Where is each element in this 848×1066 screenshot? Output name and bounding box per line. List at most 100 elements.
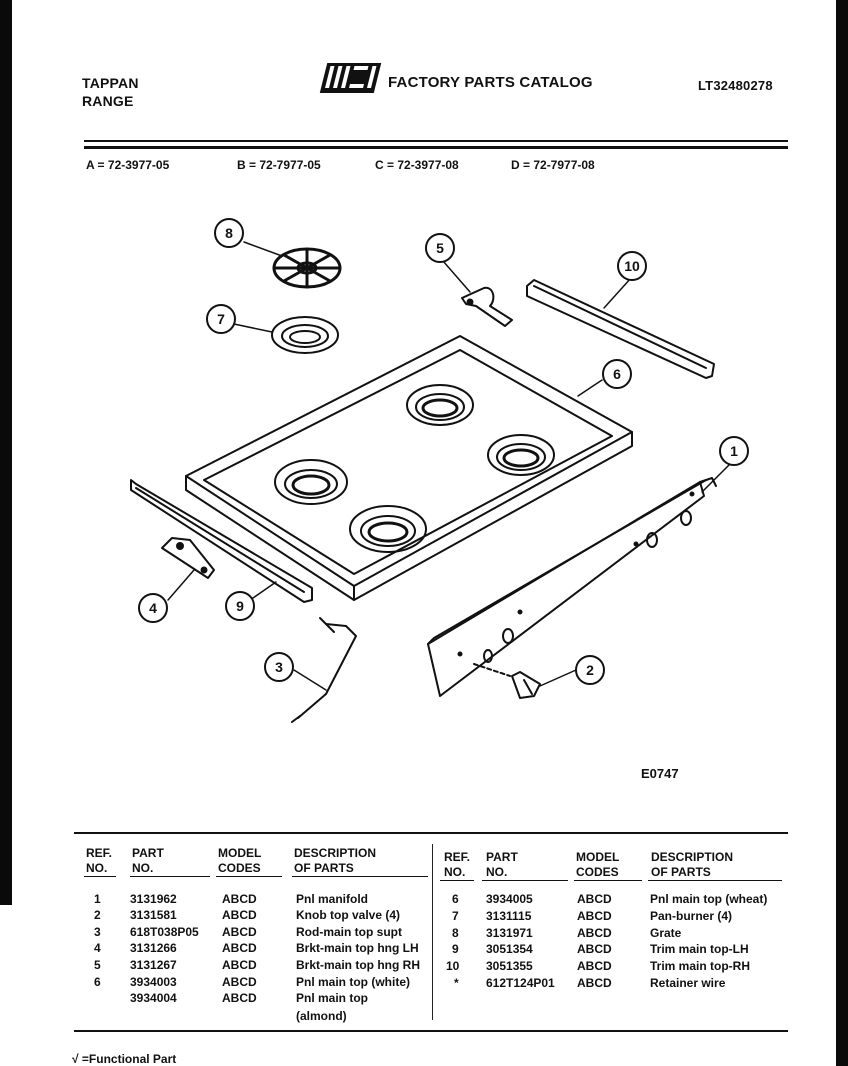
description: Grate (650, 926, 682, 940)
bracket-lh (161, 537, 215, 579)
header-underline (130, 876, 210, 877)
manifold-panel (427, 477, 717, 697)
model-codes: ABCD (577, 926, 612, 940)
main-top-panel (185, 335, 633, 601)
ref-no: 4 (94, 941, 101, 955)
figure-id: E0747 (641, 766, 679, 781)
header-underline (440, 880, 474, 881)
document-id: LT32480278 (698, 78, 773, 93)
model-codes: ABCD (577, 942, 612, 956)
part-no: 3131962 (130, 892, 177, 906)
support-rod (291, 617, 357, 723)
header-ref-right: REF.NO. (444, 850, 471, 879)
model-codes: ABCD (577, 976, 612, 990)
description: Pnl manifold (296, 892, 368, 906)
model-codes: ABCD (577, 959, 612, 973)
model-codes: ABCD (222, 958, 257, 972)
ref-no: 6 (94, 975, 101, 989)
header-rule-thick (84, 146, 788, 149)
description: Knob top valve (4) (296, 908, 401, 922)
header-underline (574, 880, 642, 881)
leader-lines (167, 241, 731, 691)
callout-9: 9 (236, 598, 244, 614)
part-no: 3131115 (486, 909, 532, 923)
model-codes: ABCD (222, 892, 257, 906)
callout-10: 10 (624, 258, 640, 274)
wci-logo (319, 63, 382, 93)
description: Rod-main top supt (296, 925, 402, 939)
callouts (138, 218, 749, 685)
ref-no: * (454, 976, 459, 990)
ref-no: 1 (94, 892, 101, 906)
header-underline (648, 880, 782, 881)
callout-3: 3 (275, 659, 283, 675)
model-c: C = 72-3977-08 (375, 158, 459, 172)
callout-8: 8 (225, 225, 233, 241)
description: Pnl main top (296, 991, 368, 1005)
description: Trim main top-RH (650, 959, 751, 973)
model-codes: ABCD (222, 925, 257, 939)
scan-edge-right (836, 0, 848, 1066)
header-underline (84, 876, 116, 877)
bracket-rh (461, 286, 513, 327)
ref-no: 10 (446, 959, 460, 973)
brand-name: TAPPAN (82, 75, 139, 91)
callout-7: 7 (217, 311, 225, 327)
model-codes: ABCD (222, 941, 257, 955)
description: Trim main top-LH (650, 942, 749, 956)
burner-pan (271, 316, 339, 354)
ref-no: 6 (452, 892, 459, 906)
callout-2: 2 (586, 662, 594, 678)
header-ref: REF.NO. (86, 846, 113, 875)
part-no: 612T124P01 (486, 976, 555, 990)
table-divider (432, 844, 433, 1020)
ref-no: 9 (452, 942, 459, 956)
catalog-title: FACTORY PARTS CATALOG (388, 74, 593, 91)
ref-no: 5 (94, 958, 101, 972)
description: Brkt-main top hng LH (296, 941, 419, 955)
part-no: 3051354 (486, 942, 533, 956)
description: Pnl main top (wheat) (650, 892, 768, 906)
part-no: 3051355 (486, 959, 533, 973)
ref-no: 7 (452, 909, 459, 923)
model-a: A = 72-3977-05 (86, 158, 170, 172)
part-no: 3131581 (130, 908, 177, 922)
header-underline (482, 880, 568, 881)
part-no: 3131266 (130, 941, 177, 955)
brand-block: TAPPAN RANGE (82, 74, 139, 110)
description: Brkt-main top hng RH (296, 958, 420, 972)
callout-4: 4 (149, 600, 157, 616)
model-codes: ABCD (222, 975, 257, 989)
product-type: RANGE (82, 93, 134, 109)
part-no: 3934003 (130, 975, 177, 989)
footnote: √ =Functional Part (72, 1052, 177, 1066)
callout-5: 5 (436, 240, 444, 256)
model-codes: ABCD (222, 991, 257, 1005)
header-underline (216, 876, 282, 877)
model-codes: ABCD (577, 892, 612, 906)
model-d: D = 72-7977-08 (511, 158, 595, 172)
part-no: 3934005 (486, 892, 533, 906)
header-rule (84, 140, 788, 142)
description: Retainer wire (650, 976, 726, 990)
scan-edge-left (0, 0, 12, 905)
callout-6: 6 (613, 366, 621, 382)
description: Pan-burner (4) (650, 909, 733, 923)
knob (511, 671, 541, 699)
header-underline (292, 876, 428, 877)
burner-openings (274, 384, 555, 553)
grate (272, 247, 342, 289)
ref-no: 3 (94, 925, 101, 939)
trim-rh (526, 279, 715, 379)
ref-no: 8 (452, 926, 459, 940)
model-codes: ABCD (222, 908, 257, 922)
part-no: 3131267 (130, 958, 177, 972)
part-no: 618T038P05 (130, 925, 199, 939)
ref-no: 2 (94, 908, 101, 922)
callout-1: 1 (730, 443, 738, 459)
